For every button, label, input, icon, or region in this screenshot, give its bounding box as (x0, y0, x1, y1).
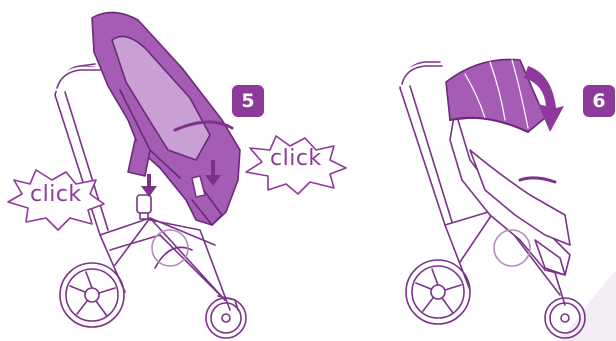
step6-front-wheel (544, 297, 586, 339)
step-6-badge: 6 (583, 85, 615, 117)
step5-adapter-left (136, 194, 152, 220)
click-label-right: click (270, 146, 322, 171)
step5-illustration (54, 11, 247, 339)
click-burst-left (7, 169, 105, 231)
click-burst-right (245, 135, 347, 195)
step5-front-wheel (205, 295, 247, 339)
step5-rear-wheel (59, 262, 125, 328)
step-5-badge: 5 (232, 85, 264, 117)
step6-rear-wheel-back (493, 229, 531, 267)
step6-seat (449, 109, 571, 276)
step6-illustration (399, 58, 586, 339)
step6-canopy (445, 58, 546, 133)
click-label-left: click (30, 182, 82, 207)
step5-adapter-right (191, 175, 206, 198)
step6-curved-arrow (524, 66, 564, 132)
step5-rear-wheel-back (151, 229, 193, 269)
background-swoosh (560, 270, 616, 341)
step6-rear-wheel (405, 259, 471, 325)
step5-seat-unit (91, 11, 241, 226)
step5-down-arrow-right (205, 160, 221, 186)
step5-down-arrow-left (141, 174, 157, 197)
